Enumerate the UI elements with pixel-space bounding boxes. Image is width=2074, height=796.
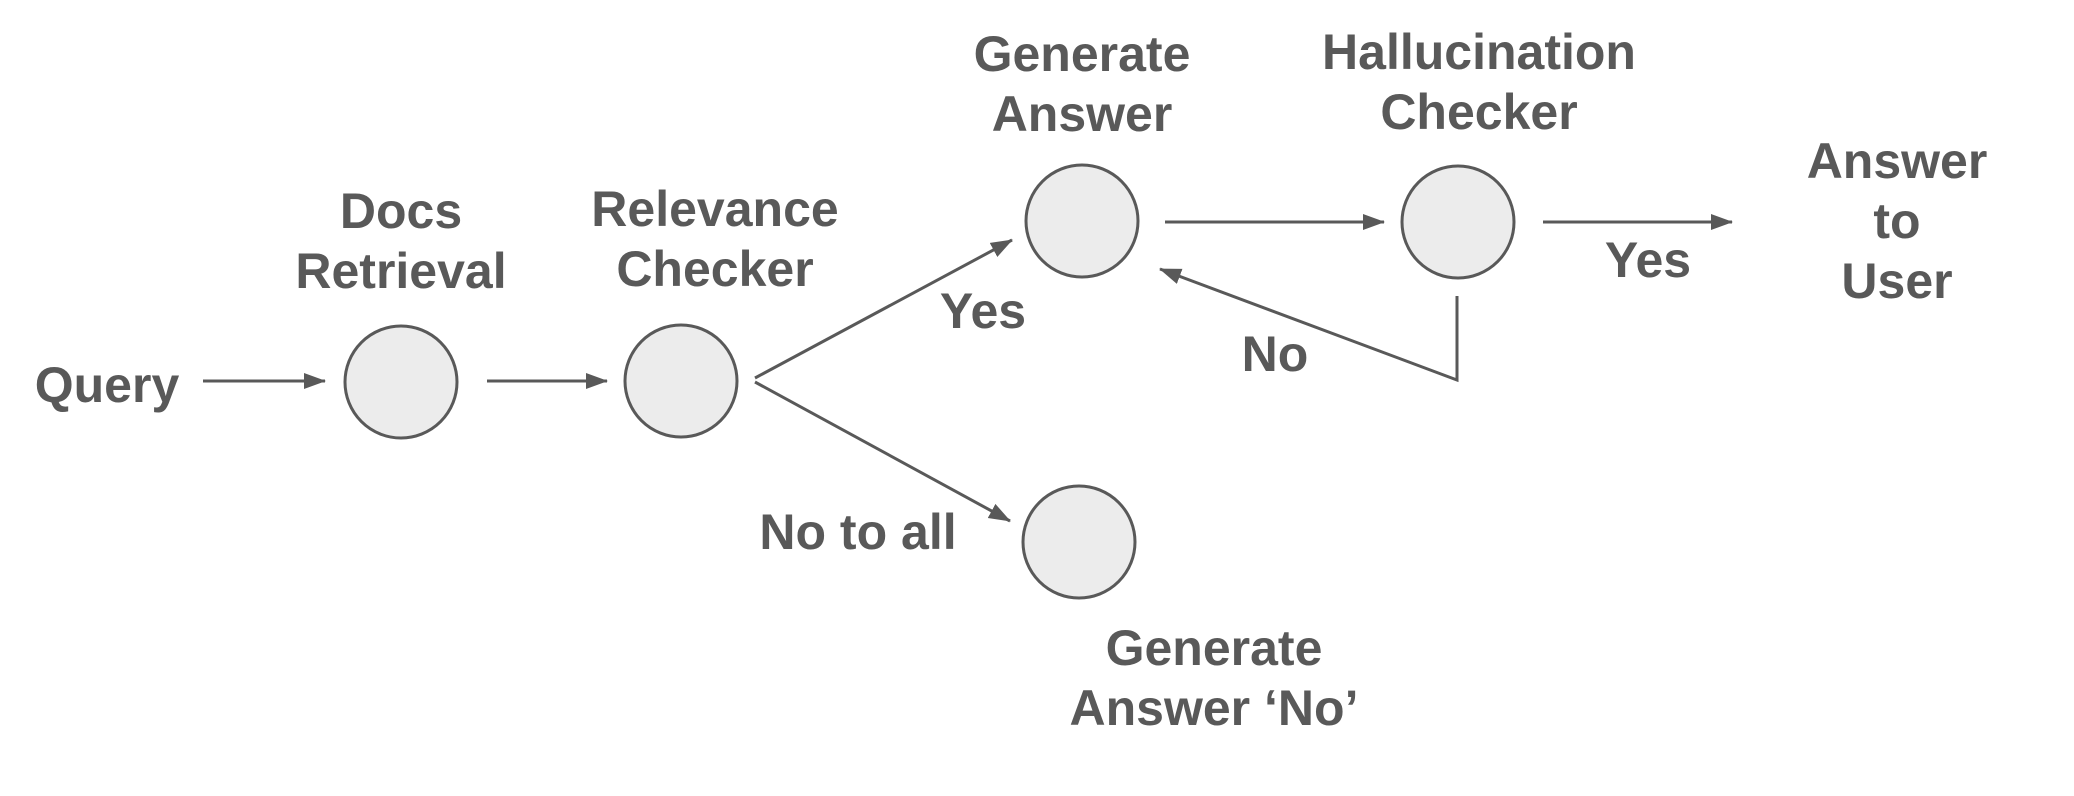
hallucination-no-edge-label: No xyxy=(1241,326,1309,382)
hallucination-yes-edge-label: Yes xyxy=(1604,232,1692,288)
relevance-checker-node xyxy=(623,323,739,439)
query-label: Query xyxy=(34,357,180,413)
generate-answer-no-node xyxy=(1021,484,1137,600)
hallucination-checker-node xyxy=(1400,164,1516,280)
answer-to-user-label: Answer to User xyxy=(1806,133,1988,309)
arrow-relevance-yes-to-generate-answer xyxy=(754,238,1013,380)
generate-answer-label: Generate Answer xyxy=(973,26,1191,142)
arrow-relevance-no-to-all-to-generate-answer-no xyxy=(754,380,1011,523)
relevance-yes-edge-label: Yes xyxy=(939,283,1027,339)
arrow-hallucination-no-return-to-generate-answer xyxy=(1159,267,1459,383)
relevance-checker-label: Relevance Checker xyxy=(591,181,839,297)
hallucination-checker-label: Hallucination Checker xyxy=(1322,24,1636,140)
generate-answer-no-label: Generate Answer ‘No’ xyxy=(1069,620,1359,736)
docs-retrieval-node xyxy=(343,324,459,440)
generate-answer-node xyxy=(1024,163,1140,279)
docs-retrieval-label: Docs Retrieval xyxy=(295,183,507,299)
relevance-no-to-all-edge-label: No to all xyxy=(759,504,957,560)
